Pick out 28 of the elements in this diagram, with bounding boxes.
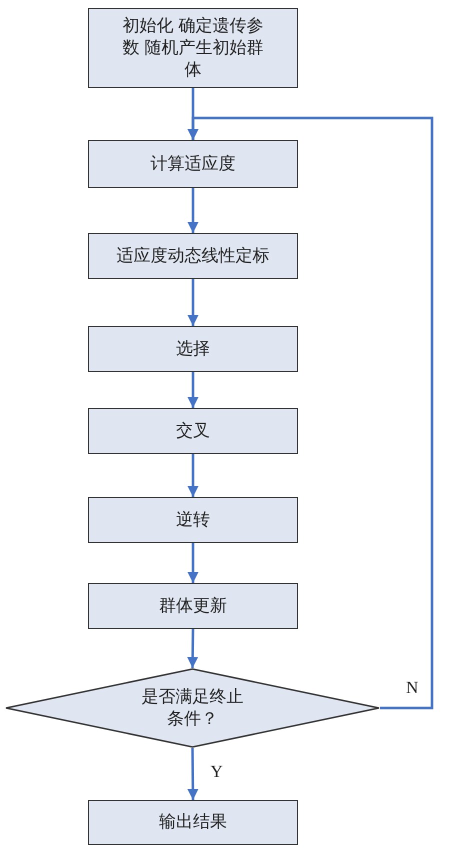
node-text: 群体更新 — [159, 594, 227, 618]
node-text: 交叉 — [176, 420, 210, 442]
arrow — [188, 372, 198, 408]
process-box — [88, 233, 298, 279]
node-text: 选择 — [176, 338, 210, 360]
node-text: 输出结果 — [159, 811, 227, 834]
process-box — [88, 800, 298, 845]
node-text: 适应度动态线性定标 — [116, 244, 270, 268]
process-box — [88, 140, 298, 188]
node-text: 是否满足终止条件？ — [140, 686, 244, 730]
process-box — [88, 497, 298, 543]
arrow — [187, 748, 198, 800]
arrow — [188, 543, 198, 583]
arrow — [188, 454, 198, 497]
node-text: 逆转 — [176, 508, 210, 532]
node-text: 计算适应度 — [150, 152, 236, 176]
arrow — [188, 188, 198, 233]
node-text: 初始化 确定遗传参数 随机产生初始群体 — [121, 14, 265, 82]
process-box — [88, 408, 298, 454]
process-box — [88, 326, 298, 372]
edge-label: Y — [210, 762, 223, 782]
process-box — [88, 8, 298, 88]
arrow — [188, 279, 198, 326]
edge-label: N — [406, 678, 418, 698]
process-box — [88, 583, 298, 629]
arrow — [187, 628, 198, 668]
decision-diamond — [5, 668, 380, 748]
arrow — [188, 116, 434, 710]
